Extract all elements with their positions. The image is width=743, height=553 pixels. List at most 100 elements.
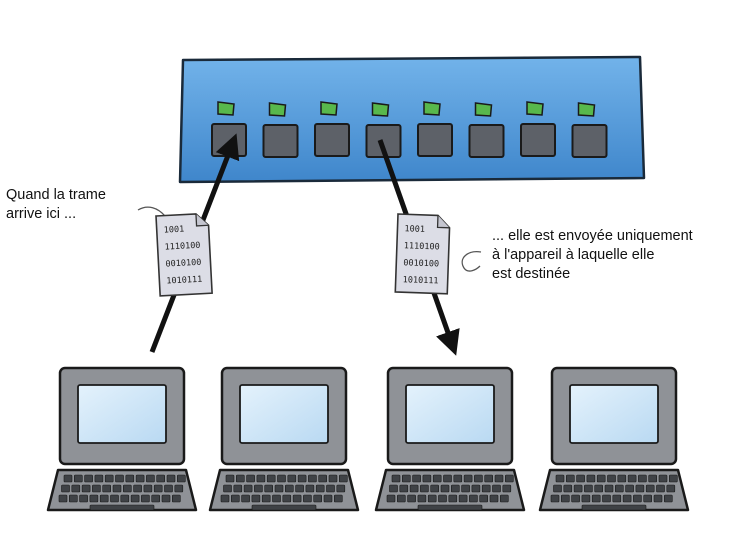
keyboard-key bbox=[565, 474, 575, 483]
keyboard-key bbox=[174, 484, 184, 493]
keyboard-key bbox=[251, 494, 261, 503]
caption-delivery-line-3: est destinée bbox=[492, 266, 571, 282]
keyboard-key bbox=[625, 484, 634, 493]
frame-document-right: 1001 1110100 0010100 1010111 bbox=[394, 213, 451, 295]
keyboard-key bbox=[653, 494, 663, 503]
keyboard-key bbox=[484, 474, 494, 483]
switch-port bbox=[314, 101, 350, 157]
keyboard-key bbox=[591, 494, 601, 503]
switch-port bbox=[417, 101, 453, 157]
keyboard-key bbox=[617, 474, 627, 483]
keyboard-key bbox=[305, 484, 315, 493]
keyboard-key bbox=[303, 494, 312, 503]
frame-bits-left-3: 1010111 bbox=[166, 275, 202, 287]
keyboard-key bbox=[463, 474, 473, 483]
keyboard-key bbox=[112, 484, 122, 493]
keyboard-key bbox=[432, 474, 442, 483]
pointer-arrival bbox=[137, 206, 166, 217]
keyboard-key bbox=[333, 494, 343, 503]
frame-document-left: 1001 1110100 0010100 1010111 bbox=[155, 213, 213, 297]
laptop-screen bbox=[569, 384, 659, 444]
keyboard-key bbox=[63, 474, 73, 483]
keyboard-key bbox=[156, 474, 165, 483]
keyboard-key bbox=[166, 474, 176, 483]
keyboard-key bbox=[407, 494, 416, 503]
keyboard-key bbox=[427, 494, 437, 503]
keyboard-key bbox=[274, 484, 284, 493]
keyboard-key bbox=[164, 484, 173, 493]
keyboard-key bbox=[645, 484, 655, 493]
laptop-screen bbox=[239, 384, 329, 444]
port-led-icon bbox=[474, 102, 493, 117]
keyboard-key bbox=[443, 474, 452, 483]
port-led-icon bbox=[423, 101, 441, 116]
keyboard-key bbox=[504, 474, 514, 483]
keyboard-key bbox=[648, 474, 658, 483]
switch-port-socket bbox=[520, 123, 556, 157]
keyboard-key bbox=[635, 484, 645, 493]
keyboard-key bbox=[141, 494, 150, 503]
keyboard-key bbox=[161, 494, 171, 503]
keyboard-key bbox=[94, 474, 104, 483]
keyboard-key bbox=[282, 494, 292, 503]
keyboard-key bbox=[448, 494, 458, 503]
keyboard-key bbox=[458, 494, 468, 503]
keyboard-key bbox=[266, 474, 276, 483]
keyboard-key bbox=[99, 494, 109, 503]
keyboard-key bbox=[243, 484, 253, 493]
frame-bits-left-2: 0010100 bbox=[165, 258, 201, 270]
keyboard-key bbox=[612, 494, 622, 503]
keyboard-key bbox=[297, 474, 307, 483]
keyboard-key bbox=[110, 494, 119, 503]
keyboard-key bbox=[396, 494, 406, 503]
keyboard-key bbox=[336, 484, 346, 493]
keyboard-key bbox=[89, 494, 99, 503]
keyboard-keys bbox=[386, 474, 514, 511]
keyboard-key bbox=[318, 474, 328, 483]
keyboard-key bbox=[261, 494, 271, 503]
keyboard-key bbox=[177, 474, 186, 483]
keyboard-spacebar bbox=[89, 504, 155, 511]
keyboard-key bbox=[241, 494, 250, 503]
keyboard-key bbox=[125, 474, 135, 483]
keyboard-spacebar bbox=[251, 504, 317, 511]
frame-bits-right-1: 1110100 bbox=[404, 241, 440, 252]
caption-delivery-line-1: ... elle est envoyée uniquement bbox=[492, 228, 693, 244]
keyboard-key bbox=[277, 474, 286, 483]
keyboard-key bbox=[223, 484, 232, 493]
keyboard-key bbox=[315, 484, 325, 493]
keyboard-key bbox=[313, 494, 323, 503]
keyboard-keys bbox=[220, 474, 348, 511]
keyboard-key bbox=[236, 474, 245, 483]
keyboard-key bbox=[430, 484, 440, 493]
port-led-icon bbox=[577, 102, 596, 117]
keyboard-key bbox=[420, 484, 429, 493]
keyboard-key bbox=[146, 474, 155, 483]
switch-port bbox=[365, 102, 402, 158]
keyboard-keys bbox=[550, 474, 678, 511]
switch-port-socket bbox=[417, 123, 453, 157]
frame-bits-left-1: 1110100 bbox=[164, 241, 200, 253]
keyboard-key bbox=[479, 494, 489, 503]
keyboard-keys bbox=[58, 474, 186, 511]
keyboard-key bbox=[143, 484, 153, 493]
keyboard-key bbox=[102, 484, 111, 493]
keyboard-key bbox=[633, 494, 642, 503]
switch-port-socket bbox=[262, 124, 299, 158]
keyboard-key bbox=[326, 484, 335, 493]
port-led-icon bbox=[217, 101, 235, 116]
keyboard-key bbox=[604, 484, 614, 493]
keyboard-key bbox=[81, 484, 91, 493]
keyboard-key bbox=[412, 474, 421, 483]
keyboard-key bbox=[84, 474, 93, 483]
keyboard-key bbox=[638, 474, 647, 483]
caption-arrival: Quand la trame arrive ici ... bbox=[6, 186, 106, 224]
keyboard-key bbox=[308, 474, 317, 483]
keyboard-key bbox=[246, 474, 255, 483]
keyboard-key bbox=[666, 484, 676, 493]
keyboard-key bbox=[614, 484, 624, 493]
keyboard-key bbox=[492, 484, 501, 493]
network-switch bbox=[178, 55, 646, 184]
port-led-icon bbox=[371, 102, 390, 117]
